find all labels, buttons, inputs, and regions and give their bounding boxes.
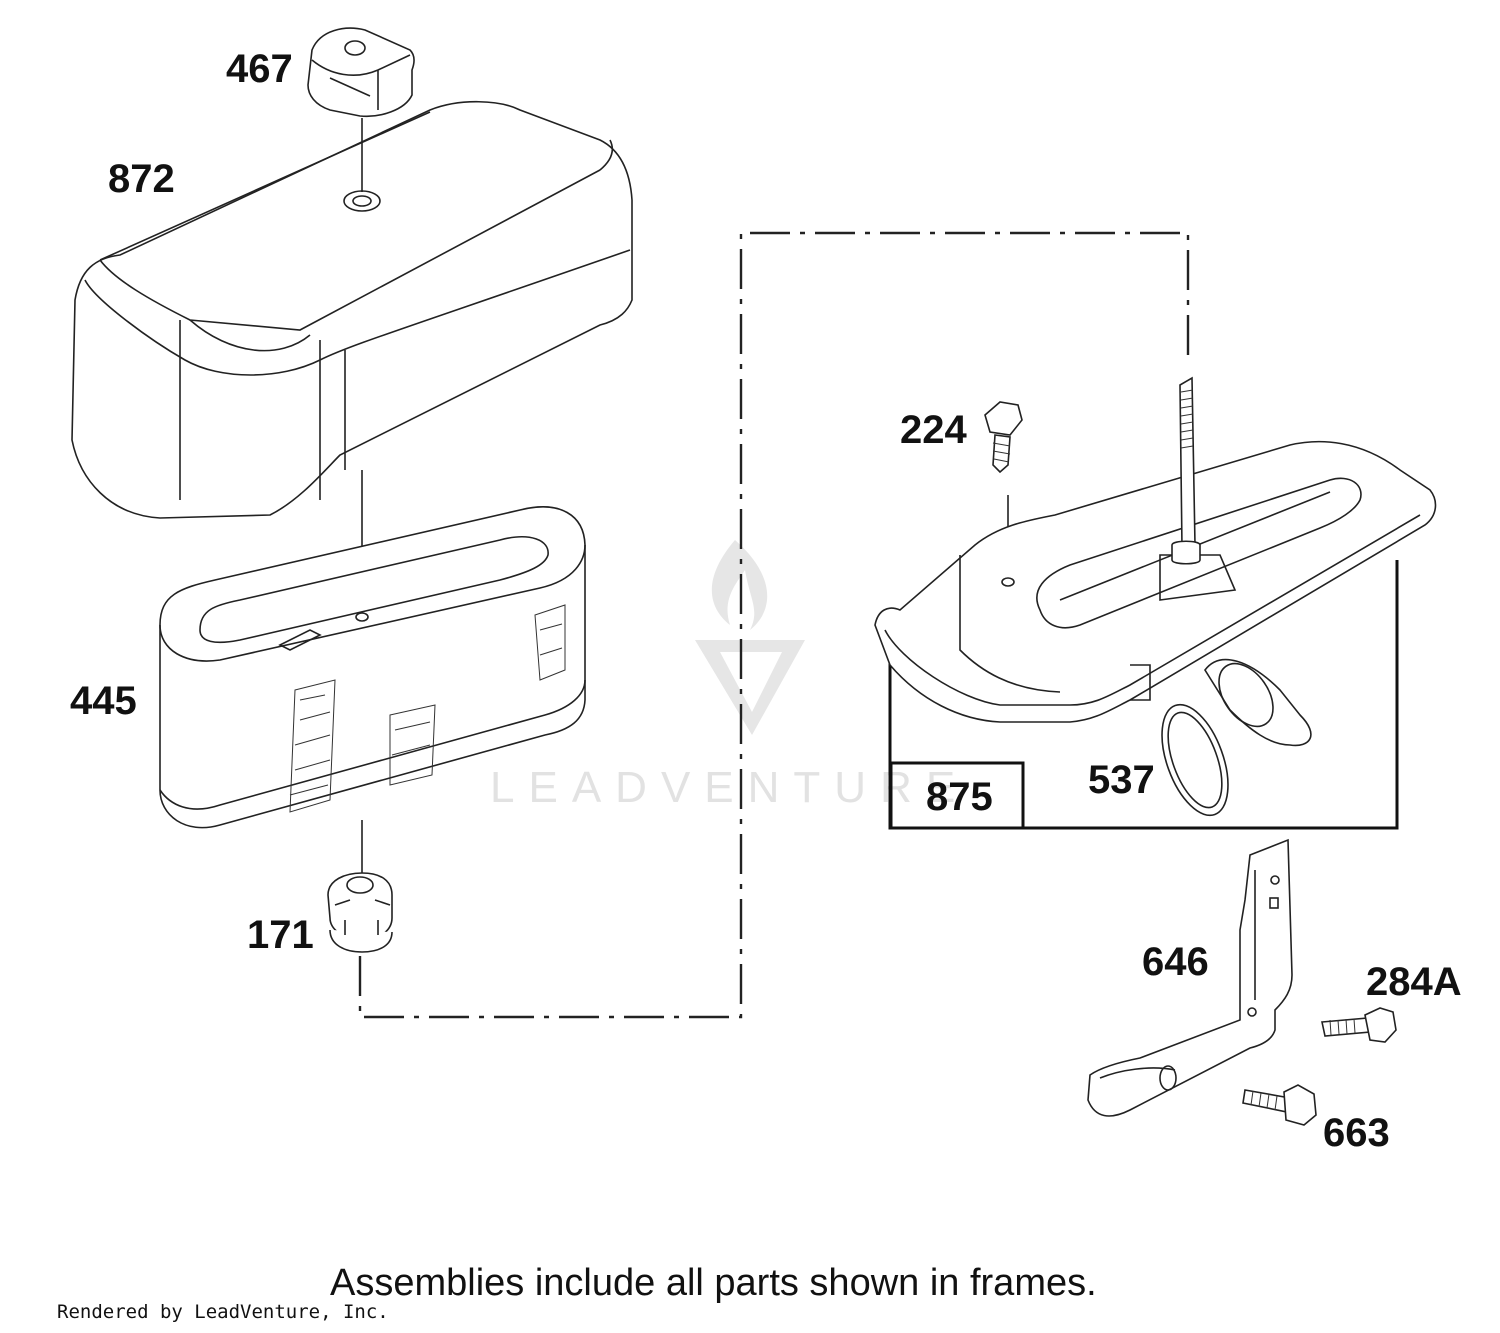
support-bracket <box>1087 838 1293 1117</box>
frame-label-box <box>889 761 1025 830</box>
part-label-284A: 284A <box>1366 960 1462 1004</box>
render-credit: Rendered by LeadVenture, Inc. <box>57 1301 389 1323</box>
seal-ring <box>1161 703 1229 817</box>
part-label-646: 646 <box>1142 940 1209 984</box>
air-cleaner-cover <box>71 100 633 519</box>
filter-grommet <box>327 872 393 953</box>
watermark-text: LEADVENTURE <box>490 763 969 812</box>
part-label-171: 171 <box>247 913 314 957</box>
breather-tube <box>1204 658 1312 747</box>
part-label-872: 872 <box>108 157 175 201</box>
watermark: LEADVENTURE <box>490 540 969 812</box>
part-label-467: 467 <box>226 47 293 91</box>
assembly-note: Assemblies include all parts shown in fr… <box>330 1262 1097 1304</box>
part-label-663: 663 <box>1323 1111 1390 1155</box>
mounting-stud <box>1171 376 1201 565</box>
bracket-screw-663 <box>1242 1084 1317 1126</box>
base-screw <box>984 401 1023 474</box>
part-label-224: 224 <box>900 408 967 452</box>
part-label-445: 445 <box>70 679 137 723</box>
bracket-screw-284a <box>1321 1007 1397 1043</box>
assembly-frame <box>888 560 1399 830</box>
dash-dot-guide-line <box>358 231 1190 1019</box>
filter-element <box>159 506 586 829</box>
watermark-logo-icon <box>695 540 805 735</box>
part-label-875: 875 <box>926 775 993 819</box>
cover-knob <box>307 27 415 118</box>
air-cleaner-base <box>874 440 1437 723</box>
part-label-537: 537 <box>1088 758 1155 802</box>
